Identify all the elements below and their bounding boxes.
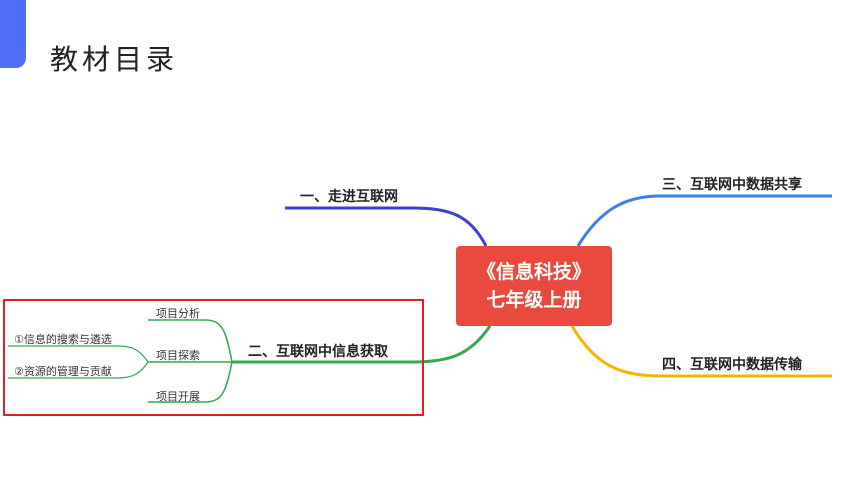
connector-branch-1: [285, 206, 488, 247]
title-accent-bar: [0, 0, 26, 68]
subtopic-project-analysis: 项目分析: [156, 307, 200, 320]
connector-sub-3: [148, 361, 233, 403]
branch-4-label: 四、互联网中数据传输: [662, 357, 802, 373]
connector-sub-1: [148, 319, 233, 363]
page-title: 教材目录: [50, 43, 179, 76]
subtopic-project-development: 项目开展: [156, 390, 200, 403]
branch-1-label: 一、走进互联网: [300, 189, 398, 205]
connector-branch-3: [576, 194, 832, 247]
connector-leaf-2: [8, 361, 149, 379]
subtopic-project-exploration: 项目探索: [156, 349, 200, 362]
leaf-resource-management: ②资源的管理与贡献: [14, 365, 112, 378]
connector-branch-2: [232, 325, 492, 364]
branch-2-label: 二、互联网中信息获取: [248, 344, 388, 360]
central-topic-line-2: 七年级上册: [486, 289, 582, 311]
branch-3-label: 三、互联网中数据共享: [662, 177, 802, 193]
central-topic-line-1: 《信息科技》: [476, 261, 591, 283]
highlight-box: [3, 299, 424, 416]
central-topic: 《信息科技》 七年级上册: [456, 246, 612, 326]
connector-leaf-1: [8, 345, 149, 363]
connector-branch-4: [570, 325, 832, 378]
leaf-info-search: ①信息的搜索与遴选: [14, 333, 112, 346]
